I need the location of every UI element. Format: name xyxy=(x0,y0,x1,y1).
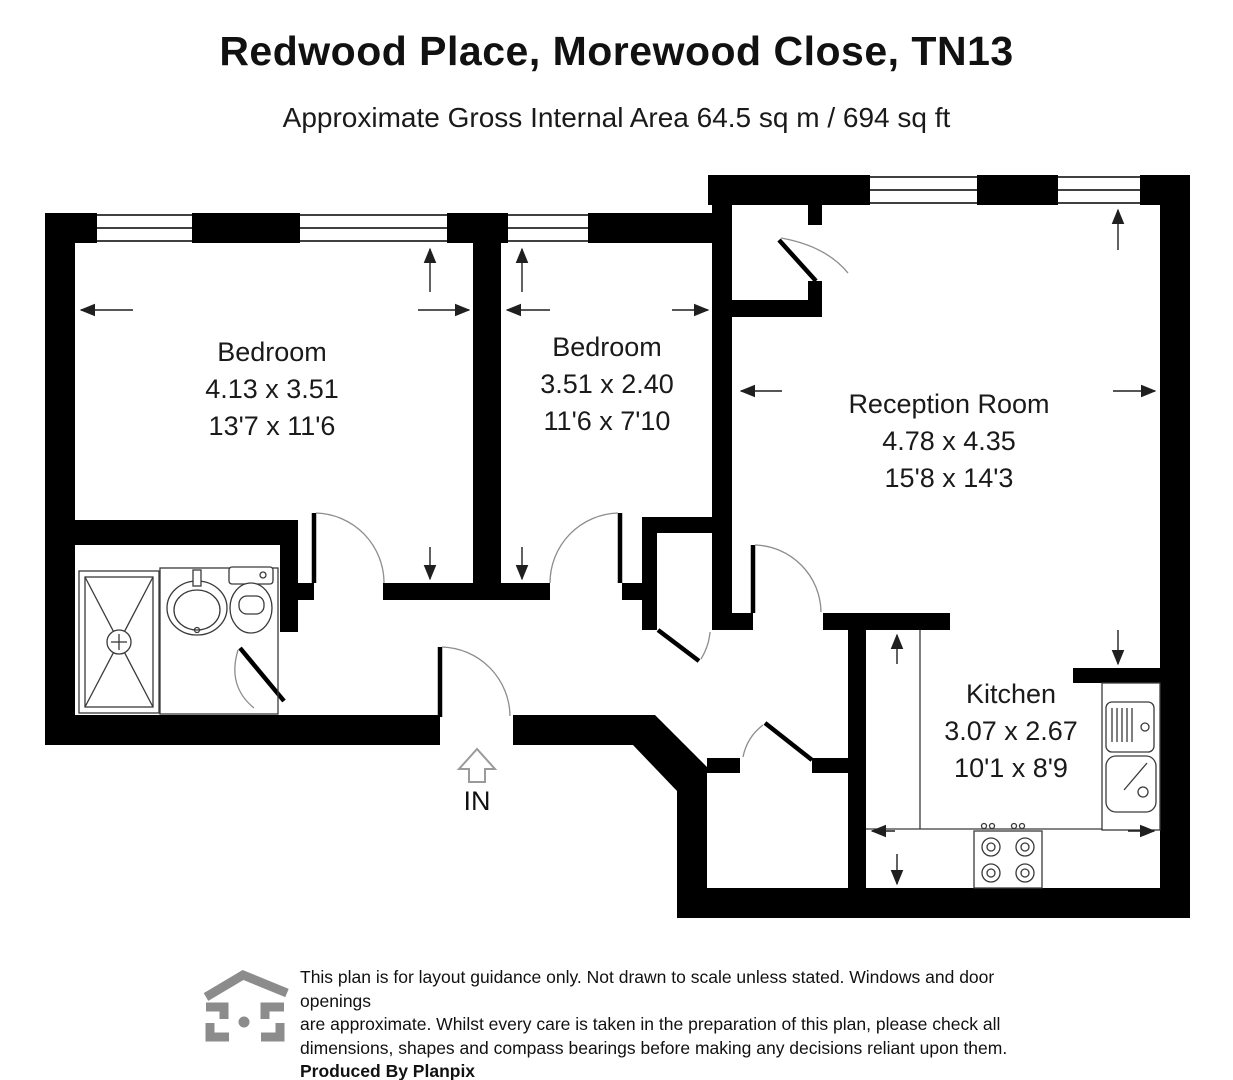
door-store-room xyxy=(742,721,814,762)
door-bedroom1 xyxy=(311,512,385,584)
bathroom-sink xyxy=(166,569,228,636)
disclaimer-line: dimensions, shapes and compass bearings … xyxy=(300,1037,1008,1058)
room-name: Kitchen xyxy=(965,679,1057,709)
room-size-imperial: 13'7 x 11'6 xyxy=(208,411,336,441)
entrance-arrow-icon xyxy=(456,747,498,783)
door-entrance xyxy=(437,646,511,717)
kitchen-sink-unit xyxy=(1105,701,1157,813)
room-size-imperial: 10'1 x 8'9 xyxy=(954,753,1068,783)
room-size-imperial: 15'8 x 14'3 xyxy=(884,463,1014,493)
room-label-kitchen: Kitchen 3.07 x 2.67 10'1 x 8'9 xyxy=(891,676,1131,787)
footer-disclaimer: This plan is for layout guidance only. N… xyxy=(300,966,1040,1080)
room-name: Bedroom xyxy=(552,332,662,362)
room-name: Reception Room xyxy=(848,389,1050,419)
produced-by: Produced By Planpix xyxy=(300,1061,476,1080)
room-label-bedroom-2: Bedroom 3.51 x 2.40 11'6 x 7'10 xyxy=(487,329,727,440)
window-bedroom2 xyxy=(508,213,588,243)
bathroom-fixtures xyxy=(78,566,279,715)
windows xyxy=(97,175,1140,243)
disclaimer-line: This plan is for layout guidance only. N… xyxy=(300,967,995,1011)
window-reception-a xyxy=(870,175,977,205)
room-label-bedroom-1: Bedroom 4.13 x 3.51 13'7 x 11'6 xyxy=(142,334,402,445)
page-subtitle: Approximate Gross Internal Area 64.5 sq … xyxy=(282,102,951,133)
door-reception-closet xyxy=(777,237,849,283)
window-bedroom1-b xyxy=(300,213,447,243)
door-bathroom xyxy=(234,646,286,709)
room-label-reception: Reception Room 4.78 x 4.35 15'8 x 14'3 xyxy=(799,386,1099,497)
room-name: Bedroom xyxy=(217,337,327,367)
vanity-counter xyxy=(159,567,279,715)
logo-center-dot xyxy=(238,1016,250,1028)
room-size-metric: 3.07 x 2.67 xyxy=(944,716,1078,746)
dimension-arrows xyxy=(79,208,1157,886)
room-size-metric: 4.78 x 4.35 xyxy=(882,426,1016,456)
hob-4-burner xyxy=(973,822,1043,889)
room-size-metric: 3.51 x 2.40 xyxy=(540,369,674,399)
disclaimer-line: are approximate. Whilst every care is ta… xyxy=(300,1014,1001,1034)
planpix-logo-icon xyxy=(203,969,289,1042)
door-hall-cupboard xyxy=(656,628,711,663)
door-bedroom2 xyxy=(549,512,623,584)
shower-tray xyxy=(78,570,160,714)
walls xyxy=(45,175,1190,918)
kitchen-fixtures xyxy=(866,630,1161,889)
door-reception xyxy=(750,544,822,613)
window-reception-b xyxy=(1058,175,1140,205)
room-size-metric: 4.13 x 3.51 xyxy=(205,374,339,404)
page-title: Redwood Place, Morewood Close, TN13 xyxy=(219,28,1014,74)
entrance-label: IN xyxy=(463,786,491,816)
window-bedroom1-a xyxy=(97,213,192,243)
toilet xyxy=(228,566,274,634)
doors xyxy=(234,237,849,762)
room-size-imperial: 11'6 x 7'10 xyxy=(543,406,671,436)
